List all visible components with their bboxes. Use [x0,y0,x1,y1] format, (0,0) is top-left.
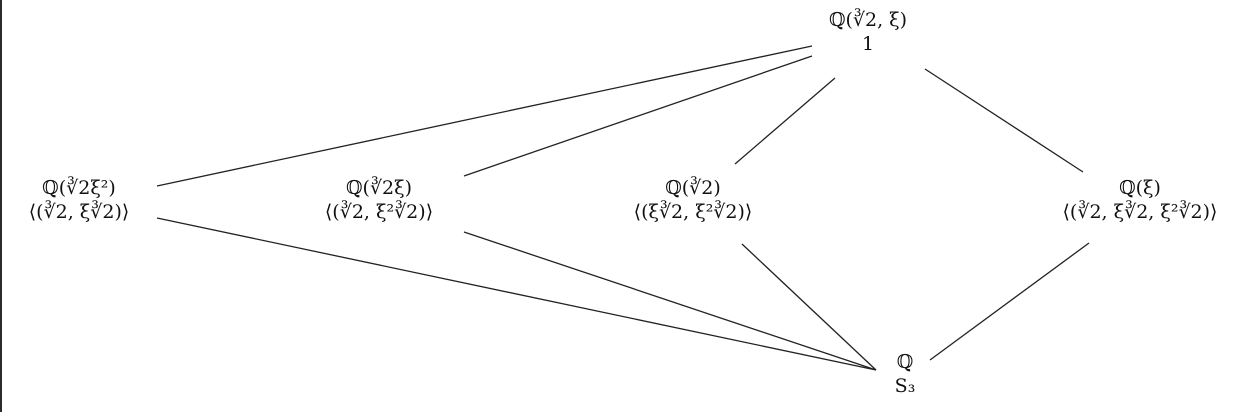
node-d-field: ℚ(ξ) ⟨(∛2, ξ∛2, ξ²∛2)⟩ [1063,176,1218,224]
node-top-group-label: 1 [861,33,875,55]
node-b-group-label: ⟨(∛2, ξ²∛2)⟩ [324,201,434,223]
edge-top-c [734,77,836,165]
node-a-field: ℚ(∛2ξ²) ⟨(∛2, ξ∛2)⟩ [29,176,130,224]
node-a-field-label: ℚ(∛2ξ²) [42,177,116,199]
node-b-field: ℚ(∛2ξ) ⟨(∛2, ξ²∛2)⟩ [325,176,433,224]
node-bottom-field-label: ℚ [896,351,914,373]
node-top-field-label: ℚ(∛2, ξ) [828,9,908,31]
node-c-field: ℚ(∛2) ⟨(ξ∛2, ξ²∛2)⟩ [634,176,753,224]
node-d-group-label: ⟨(∛2, ξ∛2, ξ²∛2)⟩ [1062,201,1218,223]
edge-b-bottom [463,231,877,371]
node-c-field-label: ℚ(∛2) [665,177,721,199]
edge-top-a [156,45,813,187]
node-bottom-field: ℚ S₃ [895,350,916,398]
node-bottom-group-label: S₃ [894,375,916,397]
edge-a-bottom [156,217,877,371]
edge-d-bottom [929,242,1090,361]
node-b-field-label: ℚ(∛2ξ) [345,177,413,199]
edge-top-b [463,55,813,177]
window-left-border [0,0,2,412]
edge-c-bottom [741,243,877,371]
node-d-field-label: ℚ(ξ) [1119,177,1161,199]
node-top-field: ℚ(∛2, ξ) 1 [829,8,907,56]
edge-top-d [924,68,1084,173]
node-c-group-label: ⟨(ξ∛2, ξ²∛2)⟩ [633,201,753,223]
node-a-group-label: ⟨(∛2, ξ∛2)⟩ [28,201,130,223]
